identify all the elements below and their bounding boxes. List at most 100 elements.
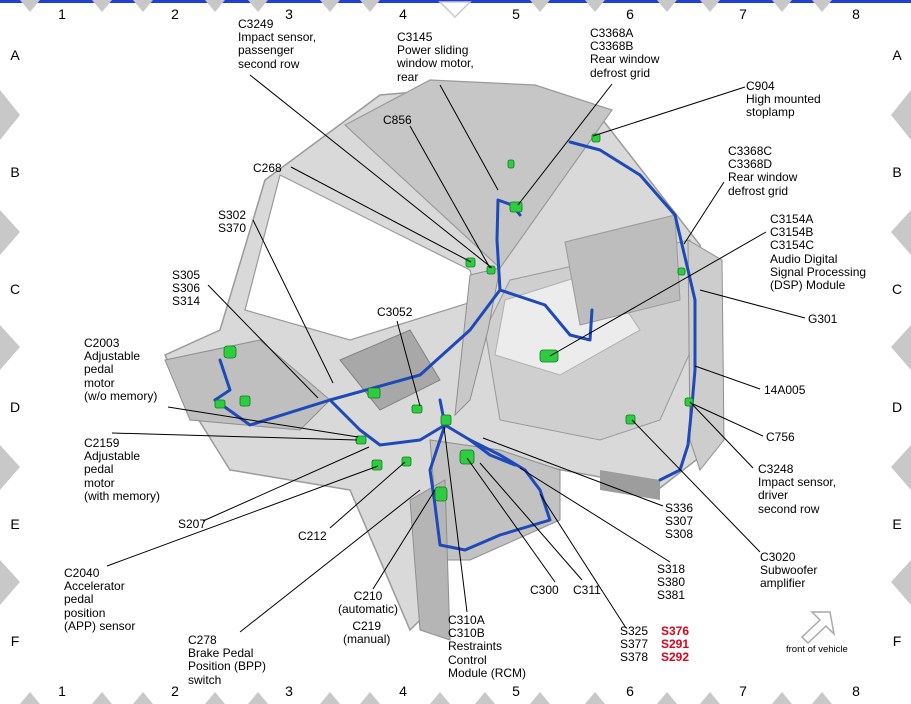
- callout-line: G301: [808, 312, 838, 326]
- callout-line: (DSP) Module: [770, 278, 846, 293]
- grid-col-bottom: 7: [739, 683, 747, 699]
- callout-line: pedal: [64, 592, 94, 607]
- callout-c756: C756: [766, 430, 795, 444]
- callout-line: 14A005: [764, 383, 806, 397]
- callout-line: C3248: [758, 462, 794, 476]
- callout-line: C2040: [64, 566, 100, 580]
- callout-line: S325: [620, 624, 649, 638]
- callout-line: S377: [620, 637, 649, 652]
- callout-c3154: C3154A C3154B C3154C Audio Digital Signa…: [770, 212, 866, 293]
- callout-c311: C311: [573, 583, 601, 597]
- callout-line: Power sliding: [397, 43, 469, 58]
- grid-row-right: B: [892, 164, 902, 180]
- callout-line: S308: [665, 527, 694, 542]
- callout-line: Brake Pedal: [188, 646, 254, 661]
- callout-line: S302: [218, 208, 247, 222]
- callout-line: C856: [383, 113, 412, 127]
- grid-col-bottom: 2: [171, 683, 179, 699]
- callout-g301: G301: [808, 312, 838, 326]
- callout-c3368a: C3368A C3368B Rear window defrost grid: [590, 26, 660, 80]
- grid-row-left: E: [10, 516, 20, 532]
- grid-col-bottom: 6: [626, 683, 634, 699]
- grid-col-top: 8: [852, 6, 860, 22]
- callout-s305: S305 S306 S314: [172, 268, 201, 309]
- callout-line: Accelerator: [64, 579, 125, 594]
- callout-line: S378: [620, 650, 649, 665]
- grid-col-bottom: 8: [852, 683, 860, 699]
- callout-line: C2003: [84, 336, 120, 350]
- callout-line: position: [64, 605, 106, 620]
- callout-line: Adjustable: [84, 449, 141, 464]
- callout-line: Impact sensor,: [758, 475, 837, 490]
- grid-col-top: 4: [399, 6, 407, 22]
- callout-line: C210: [353, 589, 383, 603]
- callout-line: C212: [298, 529, 327, 543]
- callout-line: Module (RCM): [448, 665, 527, 680]
- callout-line: C3368B: [590, 39, 634, 54]
- callout-line: C3368A: [590, 26, 634, 40]
- callout-line: pedal: [84, 462, 114, 477]
- callout-line: S207: [178, 517, 207, 531]
- callout-s325: S325 S377 S378: [620, 624, 649, 665]
- callout-line: defrost grid: [728, 183, 789, 198]
- callout-c3052: C3052: [377, 305, 412, 319]
- callout-line: amplifier: [760, 576, 806, 591]
- grid-row-right: E: [892, 516, 902, 532]
- callout-s336: S336 S307 S308: [665, 501, 694, 542]
- callout-c2003: C2003 Adjustable pedal motor (w/o memory…: [84, 336, 157, 403]
- callout-line: C3145: [397, 30, 433, 44]
- callout-line: S380: [657, 575, 686, 590]
- callout-line: Impact sensor,: [238, 30, 317, 45]
- grid-col-top: 5: [512, 6, 520, 22]
- callout-line: C3154B: [770, 225, 814, 240]
- callout-line: Audio Digital: [770, 251, 838, 266]
- callout-line: S318: [657, 562, 686, 576]
- grid-col-top: 3: [285, 6, 293, 22]
- grid-row-right: C: [891, 281, 903, 297]
- callout-c219: C219 (manual): [343, 619, 391, 647]
- callout-line: C3020: [760, 550, 796, 564]
- callout-line: C268: [253, 161, 282, 175]
- callout-c3368c: C3368C C3368D Rear window defrost grid: [728, 144, 797, 198]
- leader-lines: [106, 74, 806, 633]
- callout-c268: C268: [253, 161, 282, 175]
- callout-s376-highlighted: S376 S291 S292: [661, 624, 690, 665]
- grid-row-left: D: [9, 399, 21, 415]
- callout-line: S381: [657, 588, 686, 603]
- callout-c278: C278 Brake Pedal Position (BPP) switch: [188, 633, 266, 687]
- callout-line: C3154C: [770, 238, 815, 253]
- callout-line: (manual): [343, 632, 391, 647]
- callout-line: switch: [188, 672, 222, 687]
- grid-row-right: A: [892, 47, 902, 63]
- cab-body: [164, 79, 725, 641]
- callout-line: S306: [172, 281, 201, 296]
- callout-line: C300: [530, 583, 559, 597]
- callout-line: second row: [238, 56, 300, 71]
- callout-line: Subwoofer: [760, 563, 818, 578]
- callout-line: Adjustable: [84, 349, 141, 364]
- callout-c2159: C2159 Adjustable pedal motor (with memor…: [84, 436, 160, 503]
- front-arrow-icon: [800, 611, 836, 645]
- callout-line: pedal: [84, 362, 114, 377]
- callout-c310a: C310A C310B Restraints Control Module (R…: [448, 613, 527, 680]
- callout-line: S370: [218, 221, 247, 236]
- grid-col-top: 7: [739, 6, 747, 22]
- callout-line: Restraints: [448, 639, 503, 654]
- callout-line: S376: [661, 624, 690, 638]
- callout-line: motor: [84, 475, 115, 490]
- grid-col-top: 1: [58, 6, 66, 22]
- callout-line: C904: [746, 79, 775, 93]
- grid-row-left: C: [9, 281, 21, 297]
- callout-s207: S207: [178, 517, 207, 531]
- callout-line: window motor,: [397, 56, 474, 71]
- callout-line: S314: [172, 294, 201, 309]
- callout-line: Control: [448, 652, 487, 667]
- callout-line: C2159: [84, 436, 120, 450]
- callout-line: Rear window: [590, 52, 660, 67]
- front-of-vehicle-label: front of vehicle: [786, 644, 848, 655]
- callout-line: C3368C: [728, 144, 773, 158]
- grid-col-bottom: 1: [58, 683, 66, 699]
